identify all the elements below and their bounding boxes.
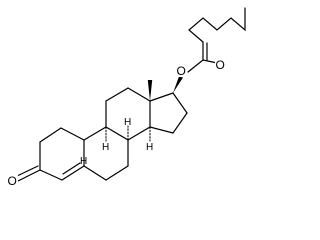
ring-c: [105, 87, 151, 141]
ring-d: [149, 92, 188, 134]
h-label-c10: H: [80, 156, 87, 167]
svg-text:O: O: [216, 58, 225, 72]
h-label-c8: H: [124, 117, 131, 128]
stereo-hashed-bonds: [83, 125, 151, 156]
ring-a: [39, 127, 85, 181]
svg-text:O: O: [8, 174, 17, 188]
ketone-oxygen-label: O: [7, 174, 18, 188]
ester-oxygen-label: O: [176, 64, 187, 78]
svg-text:O: O: [177, 64, 186, 78]
ring-b: [83, 126, 129, 181]
methyl-wedge-bond: [147, 80, 153, 101]
steroid-ester-structure: O O O H H H H: [7, 7, 246, 188]
h-label-c9: H: [102, 142, 109, 153]
ketone-group: [16, 165, 41, 182]
alkyl-chain: [188, 7, 246, 43]
ester-oxygen-wedge-bond: [173, 76, 183, 93]
ester-carbonyl-oxygen-label: O: [215, 58, 226, 72]
h-label-c14: H: [146, 142, 153, 153]
